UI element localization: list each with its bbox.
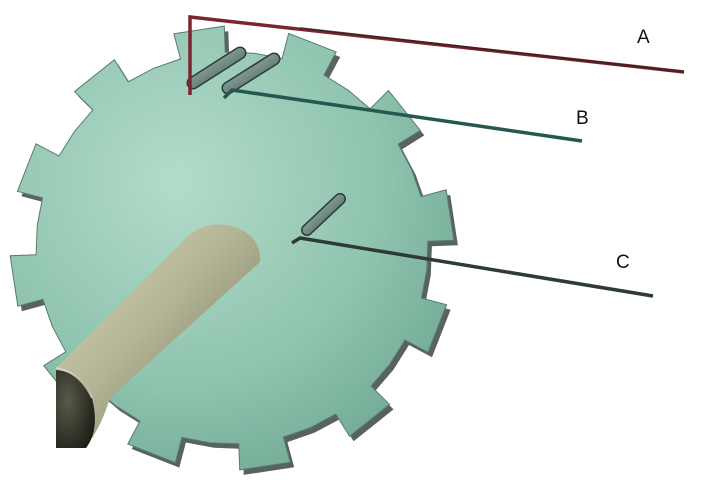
sensor-pin-c (301, 193, 346, 236)
label-a: A (637, 27, 650, 48)
shaft-body (56, 224, 261, 446)
sensor-pin-a (186, 46, 247, 90)
wire-b (222, 88, 583, 143)
shaft (55, 224, 261, 448)
label-b: B (576, 108, 589, 129)
label-c: C (616, 252, 630, 273)
shaft-end-cap (56, 370, 95, 448)
shaft-end-highlight (55, 367, 93, 399)
sensor-pin-b (221, 52, 281, 95)
wire-c (291, 236, 654, 298)
wire-a-overlay (299, 27, 685, 73)
